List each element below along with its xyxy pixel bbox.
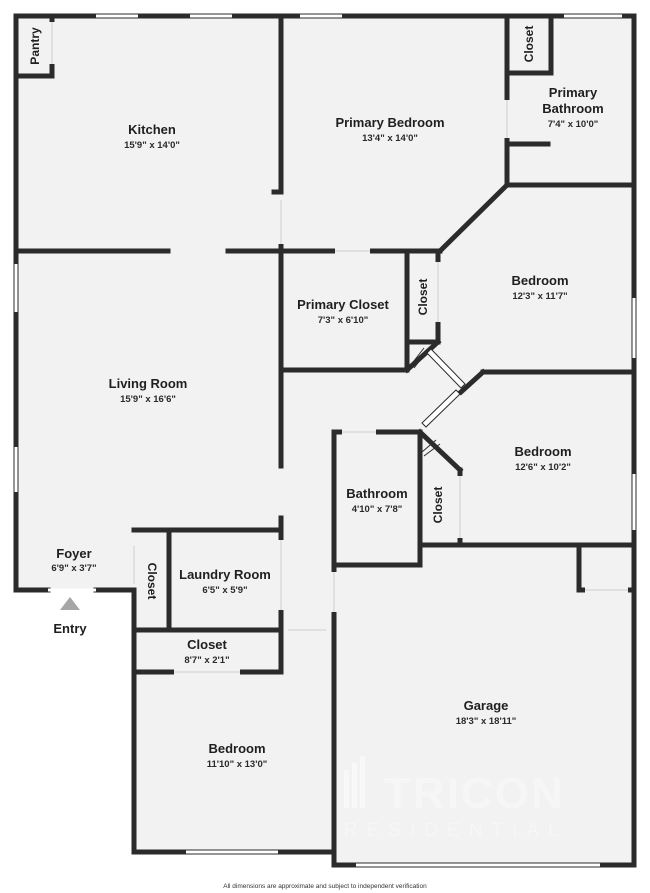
kitchen-label: Kitchen xyxy=(128,122,176,137)
primary-bedroom-label: Primary Bedroom xyxy=(335,115,444,130)
pantry-label: Pantry xyxy=(28,27,42,65)
entry-arrow-icon xyxy=(60,597,80,610)
windows xyxy=(14,14,636,867)
bedroom-ne-label: Bedroom xyxy=(511,273,568,288)
foyer-dim: 6'9" x 3'7" xyxy=(51,563,96,574)
closet-low-label: Closet xyxy=(187,637,227,652)
watermark-line2: RESIDENTIAL xyxy=(344,820,568,841)
primary-closet-label: Primary Closet xyxy=(297,297,389,312)
bedroom-e-label: Bedroom xyxy=(514,444,571,459)
hall-doors xyxy=(421,348,466,428)
bathroom-dim: 4'10" x 7'8" xyxy=(352,504,403,515)
door-jambs xyxy=(51,22,628,673)
watermark-logo: TRICON RESIDENTIAL xyxy=(344,756,568,841)
primary-closet-dim: 7'3" x 6'10" xyxy=(318,315,369,326)
bedroom-sw-label: Bedroom xyxy=(208,741,265,756)
bedroom-sw-dim: 11'10" x 13'0" xyxy=(207,759,268,770)
laundry-label: Laundry Room xyxy=(179,567,271,582)
entry-label: Entry xyxy=(53,621,87,636)
closet-low-dim: 8'7" x 2'1" xyxy=(184,655,229,666)
watermark-line1: TRICON xyxy=(384,769,565,818)
closet-mid-label: Closet xyxy=(416,279,430,316)
bedroom-ne-dim: 12'3" x 11'7" xyxy=(512,291,567,302)
floor-area xyxy=(16,16,634,865)
room-labels: Pantry Kitchen 15'9" x 14'0" Primary Bed… xyxy=(28,26,604,890)
living-room-label: Living Room xyxy=(109,376,188,391)
primary-bathroom-dim: 7'4" x 10'0" xyxy=(548,119,599,130)
primary-bathroom-label-2: Bathroom xyxy=(542,101,603,116)
primary-bathroom-label-1: Primary xyxy=(549,85,598,100)
living-room-dim: 15'9" x 16'6" xyxy=(120,394,176,405)
closet-top-label: Closet xyxy=(522,26,536,63)
garage-dim: 18'3" x 18'11" xyxy=(456,716,517,727)
primary-bedroom-dim: 13'4" x 14'0" xyxy=(362,133,418,144)
bedroom-e-dim: 12'6" x 10'2" xyxy=(515,462,571,473)
closet-bath-label: Closet xyxy=(431,487,445,524)
hatch-marks xyxy=(409,347,441,457)
foyer-label: Foyer xyxy=(56,546,91,561)
kitchen-dim: 15'9" x 14'0" xyxy=(124,140,180,151)
closet-foyer-label: Closet xyxy=(145,563,159,600)
disclaimer-text: All dimensions are approximate and subje… xyxy=(223,883,427,890)
laundry-dim: 6'5" x 5'9" xyxy=(202,585,247,596)
bathroom-label: Bathroom xyxy=(346,486,407,501)
garage-label: Garage xyxy=(464,698,509,713)
